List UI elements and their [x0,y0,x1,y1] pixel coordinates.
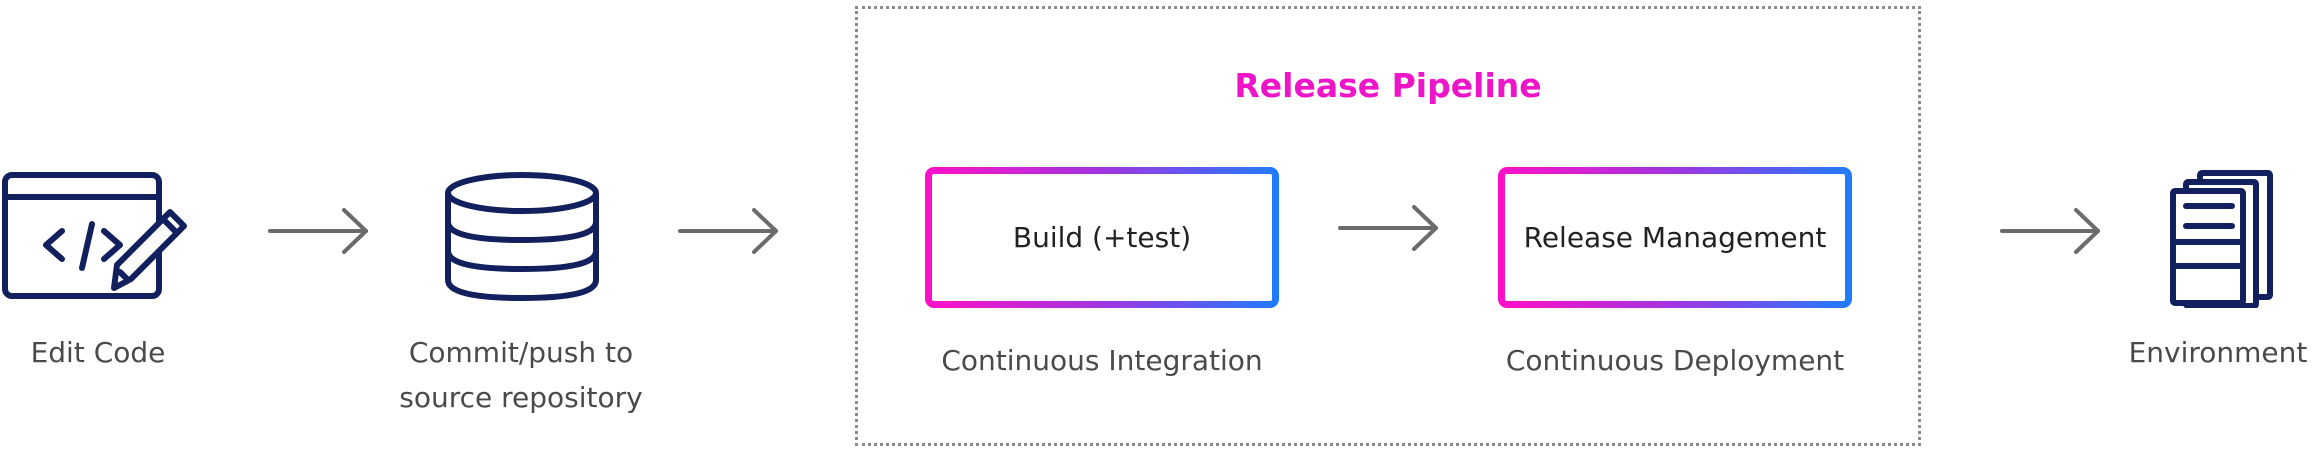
servers-icon [2170,168,2280,308]
edit-code-caption: Edit Code [30,336,166,369]
release-pipeline-frame [855,6,1921,446]
build-stage-label: Build (+test) [1012,221,1192,254]
release-stage-label: Release Management [1523,221,1827,254]
code-edit-icon [0,166,200,306]
commit-caption: Commit/push to source repository [399,336,643,414]
flow-arrow [2000,206,2104,256]
database-icon [442,170,602,304]
continuous-integration-caption: Continuous Integration [941,344,1263,377]
environment-caption: Environment [2128,336,2308,369]
flow-arrow [268,206,372,256]
build-stage-box: Build (+test) [925,167,1279,308]
flow-arrow [1338,203,1442,253]
flow-arrow [678,206,782,256]
continuous-deployment-caption: Continuous Deployment [1505,344,1845,377]
release-management-stage-box: Release Management [1498,167,1852,308]
pipeline-title: Release Pipeline [1234,66,1542,105]
